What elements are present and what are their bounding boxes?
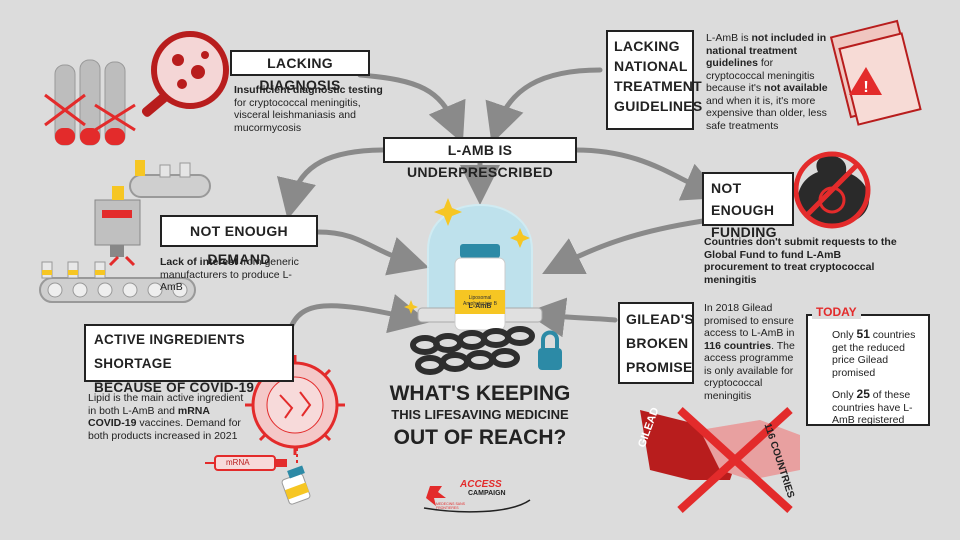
guidelines-text-b1: not included in national treatment guide… — [706, 32, 827, 69]
bottle-short-label: L-AmB — [468, 303, 492, 310]
syringe-icon — [205, 455, 287, 471]
today-item-1-post: countries get the reduced price Gilead p… — [832, 329, 916, 379]
shortage-text-b1: mRNA COVID-19 — [88, 404, 210, 430]
today-item-1-num: 51 — [856, 327, 870, 341]
logo-org: MEDECINS SANS FRONTIERES — [436, 502, 465, 510]
question-line-3: OUT OF REACH? — [393, 426, 567, 449]
today-box — [806, 314, 930, 426]
gilead-text-b1: 116 countries — [704, 339, 772, 352]
diagnosis-text-rest: for cryptococcal meningitis, visceral le… — [234, 96, 361, 134]
shortage-text-p1: Lipid is the main active ingredient in b… — [88, 392, 244, 417]
shortage-text: Lipid is the main active ingredient in b… — [88, 392, 248, 442]
shortage-text-p2: vaccines. Demand for both products incre… — [88, 417, 241, 442]
logo-access: ACCESS — [460, 479, 502, 490]
guidelines-text-p2: for cryptococcal meningitis because it's — [706, 57, 815, 94]
guidelines-title: LACKING NATIONAL TREATMENT GUIDELINES — [606, 30, 703, 130]
shortage-title: ACTIVE INGREDIENTS SHORTAGE BECAUSE OF C… — [84, 324, 294, 395]
guidelines-title-line1: LACKING — [614, 38, 680, 54]
arrow-funding — [542, 217, 713, 274]
gilead-text-p2: . The access programme is only available… — [704, 339, 795, 402]
gilead-title-line2: BROKEN — [626, 335, 689, 351]
question-line-2: THIS LIFESAVING MEDICINE — [391, 407, 569, 422]
demand-text-bold: Lack of interest — [160, 256, 238, 268]
today-item-2: Only 25 of these countries have L-AmB re… — [832, 388, 924, 427]
shortage-title-line2: BECAUSE OF COVID-19 — [94, 380, 255, 395]
medicine-jar-illustration — [404, 198, 562, 375]
arrow-gilead — [525, 297, 618, 338]
diagnosis-text: Insufficient diagnostic testing for cryp… — [234, 84, 394, 134]
guidelines-title-line3: TREATMENT — [614, 78, 702, 94]
gilead-text: In 2018 Gilead promised to ensure access… — [704, 302, 800, 402]
guidelines-title-line2: NATIONAL — [614, 58, 688, 74]
question-line-1: WHAT'S KEEPING — [389, 382, 571, 405]
shortage-title-line1: ACTIVE INGREDIENTS SHORTAGE — [94, 332, 245, 371]
funding-text: Countries don't submit requests to the G… — [704, 236, 904, 286]
arrow-demand — [315, 229, 430, 276]
center-label: L-AmB IS UNDERPRESCRIBED — [383, 137, 577, 180]
vial-icon — [281, 448, 311, 505]
today-item-1-pre: Only — [832, 329, 857, 341]
demand-text: Lack of interest from generic manufactur… — [160, 256, 310, 294]
gilead-title-line3: PROMISE — [626, 359, 693, 375]
guidelines-text-p3: and when it is, it's more expensive than… — [706, 94, 827, 132]
msf-logo-icon — [423, 486, 531, 513]
diagnosis-title: LACKING DIAGNOSIS — [230, 50, 370, 93]
document-warning-icon: ! — [829, 19, 922, 126]
guidelines-title-line4: GUIDELINES — [614, 98, 703, 114]
gilead-text-p1: In 2018 Gilead promised to ensure access… — [704, 302, 795, 339]
arrows — [276, 67, 724, 338]
demand-title: NOT ENOUGH DEMAND — [160, 215, 318, 267]
today-item-2-pre: Only — [832, 389, 857, 401]
funding-title-line1: NOT ENOUGH — [711, 180, 775, 218]
diagnosis-text-bold: Insufficient diagnostic testing — [234, 84, 383, 96]
guidelines-text-p1: L-AmB is — [706, 32, 752, 44]
gilead-title-line1: GILEAD'S — [626, 311, 694, 327]
test-tubes-illustration — [44, 59, 136, 146]
no-money-bag-icon — [793, 151, 871, 229]
virus-icon — [245, 355, 345, 455]
arrow-guidelines — [485, 67, 603, 144]
demand-text-rest: from generic manufacturers to produce L-… — [160, 256, 299, 293]
today-item-2-post: of these countries have L-AmB registered — [832, 389, 913, 426]
svg-text:!: ! — [863, 79, 868, 96]
logo-campaign: CAMPAIGN — [468, 490, 506, 497]
today-item-2-num: 25 — [856, 387, 870, 401]
arrow-diagnosis — [357, 72, 466, 144]
gilead-title: GILEAD'S BROKEN PROMISE — [618, 302, 694, 384]
arrow-center-right — [572, 147, 724, 201]
arrow-shortage — [287, 294, 430, 334]
bottle-label: Liposomal Amphotericin B — [463, 295, 497, 307]
today-item-1: Only 51 countries get the reduced price … — [832, 328, 924, 379]
factory-conveyor-illustration — [39, 160, 211, 303]
access-campaign-logo: ACCESS CAMPAIGN MEDECINS SANS FRONTIERES — [420, 478, 540, 518]
funding-title-line2: FUNDING — [711, 224, 777, 240]
broken-handshake-illustration — [640, 407, 800, 513]
arrow-center-left — [276, 147, 388, 220]
magnifier-icon — [141, 31, 229, 117]
guidelines-text: L-AmB is not included in national treatm… — [706, 32, 832, 132]
today-label: TODAY — [812, 305, 861, 319]
guidelines-text-b2: not available — [764, 82, 828, 94]
funding-title: NOT ENOUGH FUNDING — [702, 172, 794, 240]
syringe-label: mRNA — [226, 458, 250, 467]
funding-text-bold: Countries don't submit requests to the G… — [704, 236, 897, 286]
